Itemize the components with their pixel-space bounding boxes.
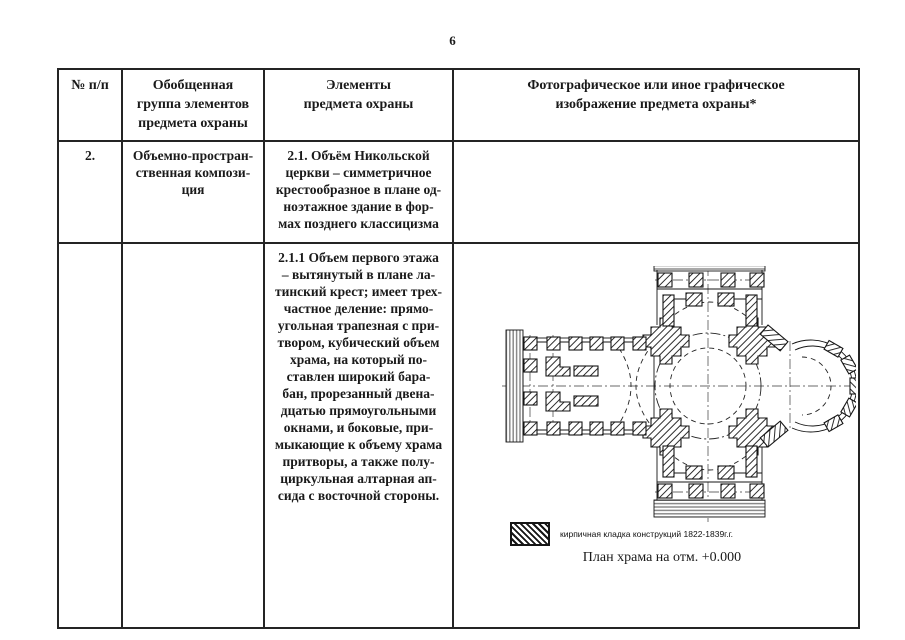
drum-outline	[654, 332, 762, 440]
table-row: 2. Объемно-простран- ственная компози- ц…	[57, 140, 860, 244]
table-row: 2.1.1 Объем первого этажа – вытянутый в …	[57, 242, 860, 629]
header-elements: Элементы предмета охраны	[263, 68, 454, 142]
floor-plan-figure: кирпичная кладка конструкций 1822-1839г.…	[456, 266, 856, 610]
header-num: № п/п	[57, 68, 123, 142]
cell-group: Объемно-простран- ственная компози- ция	[121, 140, 265, 244]
cell-num-empty	[57, 242, 123, 629]
plan-legend: кирпичная кладка конструкций 1822-1839г.…	[510, 522, 733, 546]
cell-num: 2.	[57, 140, 123, 244]
plan-caption: План храма на отм. +0.000	[582, 550, 742, 565]
floor-plan-svg	[502, 266, 856, 522]
masonry-hatch	[523, 272, 856, 499]
cell-element: 2.1.1 Объем первого этажа – вытянутый в …	[263, 242, 454, 629]
header-row: № п/п Обобщенная группа элементов предме…	[57, 68, 860, 142]
page-number: 6	[449, 33, 456, 48]
axis-lines	[502, 266, 856, 522]
hatch-swatch-icon	[510, 522, 550, 546]
header-group: Обобщенная группа элементов предмета охр…	[121, 68, 265, 142]
cell-element: 2.1. Объём Никольской церкви – симметрич…	[263, 140, 454, 244]
cell-image-empty	[452, 140, 860, 244]
cell-image: кирпичная кладка конструкций 1822-1839г.…	[452, 242, 860, 629]
header-image: Фотографическое или иное графическое изо…	[452, 68, 860, 142]
protection-items-table: № п/п Обобщенная группа элементов предме…	[57, 68, 860, 629]
legend-label: кирпичная кладка конструкций 1822-1839г.…	[560, 528, 734, 539]
cell-group-empty	[121, 242, 265, 629]
